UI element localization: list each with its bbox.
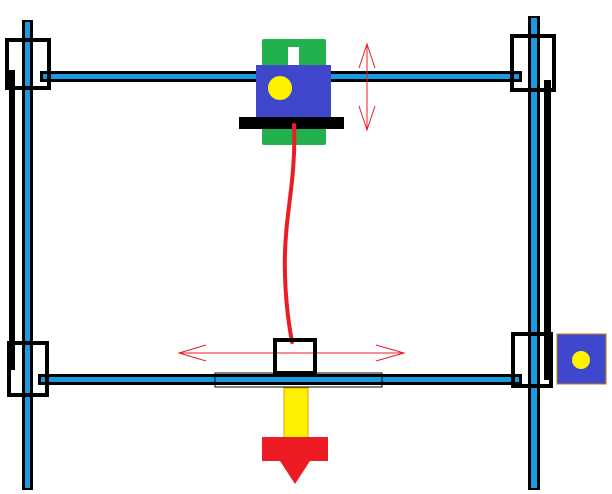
- nozzle-tip: [280, 461, 310, 484]
- top-left-slider-block: [5, 38, 51, 90]
- bottom-right-slider-block: [511, 332, 553, 388]
- hotend-mount-plate: [214, 372, 383, 388]
- right-outer-post: [544, 80, 551, 380]
- double-arrow-horizontal-icon: [177, 344, 406, 362]
- bottom-rail: [38, 374, 522, 385]
- nozzle-block: [262, 437, 328, 461]
- hotend-carriage-block: [273, 338, 317, 375]
- carriage-plate: [239, 117, 344, 129]
- right-frame-post: [528, 16, 551, 490]
- double-arrow-vertical-icon: [358, 42, 376, 132]
- motor-shaft: [268, 76, 292, 100]
- side-motor: [556, 333, 607, 385]
- left-rail: [25, 22, 30, 488]
- left-outer-post: [9, 70, 15, 370]
- side-motor-shaft: [572, 351, 590, 369]
- stepper-motor-icon: [256, 65, 331, 117]
- bottom-left-slider-block: [7, 341, 49, 397]
- filament-tube: [282, 123, 297, 344]
- nozzle-icon: [262, 437, 328, 484]
- right-rail: [531, 18, 537, 488]
- bracket-slot: [288, 47, 299, 67]
- heater-block: [283, 387, 309, 439]
- left-frame-post: [9, 20, 33, 490]
- extruder-carriage: [239, 39, 344, 145]
- bottom-rail-fill: [41, 377, 519, 382]
- top-right-slider-block: [510, 34, 556, 92]
